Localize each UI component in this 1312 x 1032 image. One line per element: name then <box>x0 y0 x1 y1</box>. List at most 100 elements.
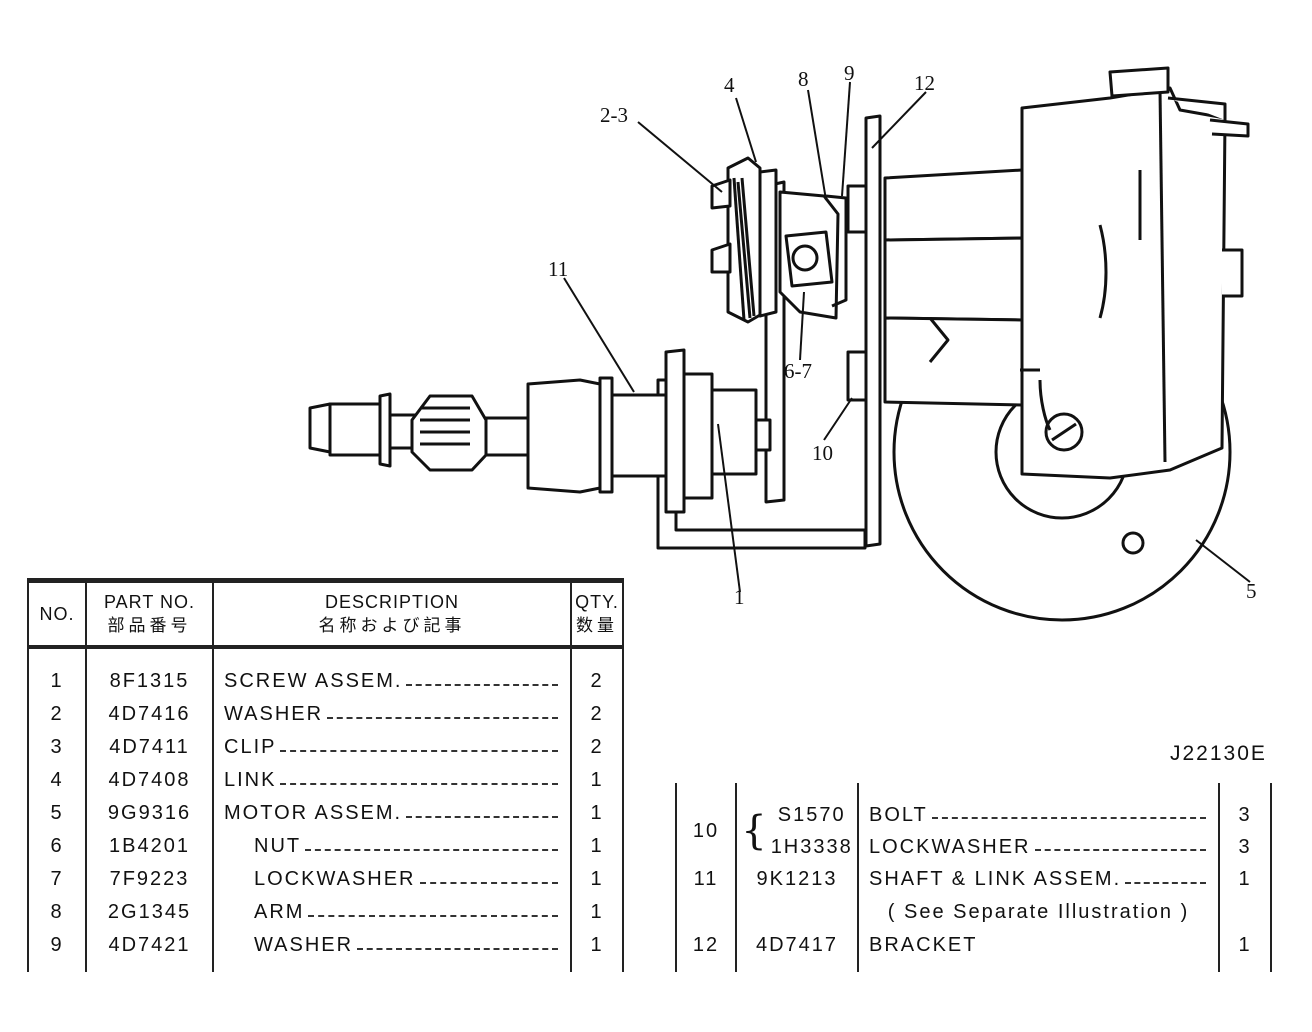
callout-4: 4 <box>724 73 735 97</box>
row-part-no: 7F9223 <box>85 863 214 896</box>
dotted-leader <box>1034 849 1206 851</box>
row-qty: 3 <box>1238 836 1252 858</box>
row-part-no: 9G9316 <box>85 797 214 830</box>
row-qty: 1 <box>570 896 624 929</box>
row-description: NUT <box>254 835 302 857</box>
callout-11: 11 <box>548 257 568 281</box>
table-row: 4 4D7408 LINK 1 <box>27 764 624 797</box>
dotted-leader <box>931 817 1206 819</box>
callout-10: 10 <box>812 441 833 465</box>
row-description: LOCKWASHER <box>254 868 416 890</box>
row-qty: 2 <box>570 731 624 764</box>
callout-1: 1 <box>734 585 745 609</box>
row-qty: 2 <box>570 698 624 731</box>
dotted-leader <box>419 881 558 884</box>
row-no: 2 <box>27 698 87 731</box>
row-no: 10 <box>675 783 737 863</box>
row-no: 1 <box>27 647 87 698</box>
row-description: LOCKWASHER <box>869 835 1031 858</box>
row-description: ARM <box>254 901 305 923</box>
header-description: DESCRIPTION 名称および記事 <box>212 578 572 648</box>
leader-lines <box>563 81 1251 593</box>
row-description: SHAFT & LINK ASSEM. <box>869 868 1122 890</box>
header-qty: QTY. 数量 <box>570 578 624 648</box>
table-row: 12 4D7417 BRACKET 1 <box>675 929 1272 972</box>
callout-12: 12 <box>914 71 935 95</box>
row-no: 8 <box>27 896 87 929</box>
callout-5: 5 <box>1246 579 1257 603</box>
header-description-jp: 名称および記事 <box>318 616 466 635</box>
header-part-no-jp: 部品番号 <box>107 616 192 635</box>
table-row: ( See Separate Illustration ) <box>675 896 1272 929</box>
row-part-no: 1H3338 <box>770 836 853 858</box>
row-qty: 1 <box>570 764 624 797</box>
callout-8: 8 <box>798 67 809 91</box>
table-row: 9 4D7421 WASHER 1 <box>27 929 624 972</box>
row-part-no: 4D7416 <box>85 698 214 731</box>
row-no: 12 <box>675 929 737 972</box>
callout-6-7: 6-7 <box>784 359 812 383</box>
row-part-no: 4D7421 <box>85 929 214 972</box>
row-description: CLIP <box>224 736 277 758</box>
row-part-no: S1570 <box>777 804 846 826</box>
row-qty: 2 <box>570 647 624 698</box>
row-no: 5 <box>27 797 87 830</box>
row-part-no: 4D7417 <box>735 929 859 972</box>
table-row: 11 9K1213 SHAFT & LINK ASSEM. 1 <box>675 863 1272 896</box>
dotted-leader <box>1125 881 1206 884</box>
table-row: 5 9G9316 MOTOR ASSEM. 1 <box>27 797 624 830</box>
row-part-no-group: { S1570 1H3338 <box>735 783 859 863</box>
row-description: WASHER <box>254 934 354 956</box>
header-no: NO. <box>27 578 87 648</box>
row-qty: 1 <box>570 797 624 830</box>
dotted-leader <box>327 716 558 719</box>
callout-9: 9 <box>844 61 855 85</box>
row-part-no: 2G1345 <box>85 896 214 929</box>
row-part-no: 9K1213 <box>735 863 859 896</box>
row-part-no: 4D7411 <box>85 731 214 764</box>
dotted-leader <box>406 683 558 686</box>
row-no: 11 <box>675 863 737 896</box>
row-description: WASHER <box>224 703 324 725</box>
document-id: J22130E <box>1170 742 1267 765</box>
row-no: 7 <box>27 863 87 896</box>
row-qty: 1 <box>1218 929 1272 972</box>
row-note: ( See Separate Illustration ) <box>857 896 1220 929</box>
row-qty: 1 <box>570 830 624 863</box>
dotted-leader <box>305 848 558 851</box>
row-no: 3 <box>27 731 87 764</box>
brace-icon: { <box>741 808 769 854</box>
row-no: 6 <box>27 830 87 863</box>
row-no: 9 <box>27 929 87 972</box>
table-row: 10 { S1570 1H3338 BOLT LOCKWASHER 3 3 <box>675 783 1272 863</box>
callout-2-3: 2-3 <box>600 103 628 127</box>
row-description: BOLT <box>869 803 928 826</box>
row-description: MOTOR ASSEM. <box>224 802 403 824</box>
row-part-no: 8F1315 <box>85 647 214 698</box>
header-description-en: DESCRIPTION <box>324 592 459 612</box>
link-mechanism-drawing <box>710 156 778 324</box>
table-row: 6 1B4201 NUT 1 <box>27 830 624 863</box>
header-part-no: PART NO. 部品番号 <box>85 578 214 648</box>
row-qty: 1 <box>570 863 624 896</box>
row-qty: 3 <box>1238 804 1252 826</box>
dotted-leader <box>280 782 558 785</box>
dotted-leader <box>357 947 558 950</box>
table-row: 1 8F1315 SCREW ASSEM. 2 <box>27 647 624 698</box>
table-row: 2 4D7416 WASHER 2 <box>27 698 624 731</box>
row-qty: 1 <box>1218 863 1272 896</box>
arm-drawing <box>778 190 848 320</box>
parts-list-table: NO. PART NO. 部品番号 DESCRIPTION 名称および記事 QT… <box>27 578 624 972</box>
parts-list-table-continued: 10 { S1570 1H3338 BOLT LOCKWASHER 3 3 <box>675 783 1272 972</box>
header-part-no-en: PART NO. <box>103 592 196 612</box>
dotted-leader <box>280 749 558 752</box>
row-description: BRACKET <box>869 934 978 956</box>
row-part-no: 1B4201 <box>85 830 214 863</box>
row-qty: 1 <box>570 929 624 972</box>
dotted-leader <box>308 914 558 917</box>
header-qty-jp: 数量 <box>576 616 618 635</box>
row-description: SCREW ASSEM. <box>224 670 403 692</box>
shaft-assembly-drawing <box>308 348 772 514</box>
dotted-leader <box>406 815 558 818</box>
